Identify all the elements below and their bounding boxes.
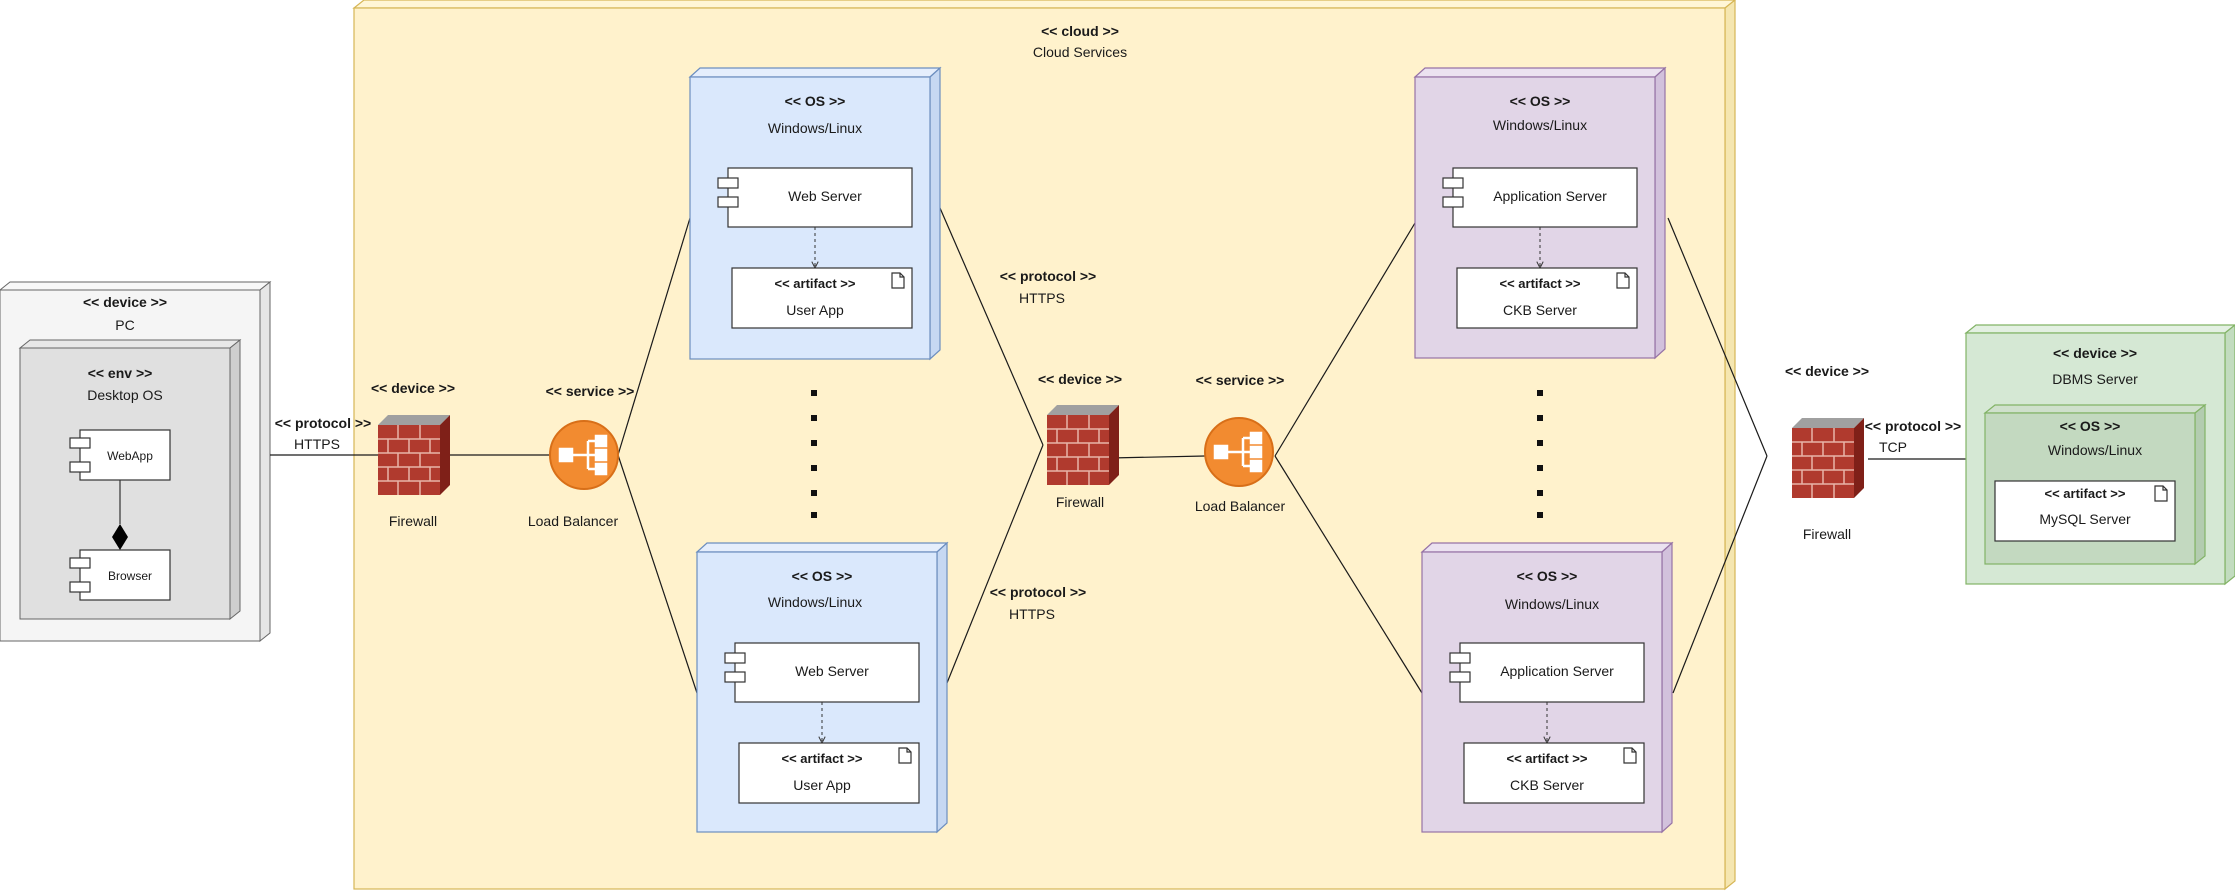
dbms-stereotype: << device >> — [2053, 345, 2137, 361]
firewall-1-label: Firewall — [389, 513, 437, 529]
document-icon — [1623, 747, 1637, 764]
svg-text:Windows/Linux: Windows/Linux — [1505, 596, 1599, 612]
firewall-3-stereotype: << device >> — [1785, 363, 1869, 379]
svg-text:<< protocol >>: << protocol >> — [990, 584, 1086, 600]
svg-text:<< protocol >>: << protocol >> — [1865, 418, 1961, 434]
firewall-icon — [1791, 417, 1865, 499]
svg-text:User App: User App — [786, 302, 844, 318]
svg-text:HTTPS: HTTPS — [1009, 606, 1055, 622]
svg-text:<< artifact >>: << artifact >> — [1507, 751, 1588, 766]
firewall-1-stereotype: << device >> — [371, 380, 455, 396]
firewall-1: << device >> Firewall — [371, 380, 455, 529]
artifact-user-app: << artifact >> User App — [738, 742, 920, 804]
artifact-ckb-server: << artifact >> CKB Server — [1463, 742, 1645, 804]
dbms-title: DBMS Server — [2052, 371, 2138, 387]
artifact-user-app: << artifact >> User App — [731, 267, 913, 329]
load-balancer-icon — [548, 419, 620, 491]
svg-text:<< OS >>: << OS >> — [1517, 568, 1578, 584]
svg-text:Windows/Linux: Windows/Linux — [1493, 117, 1587, 133]
link-label-db: << protocol >> TCP — [1865, 418, 1961, 455]
dbms-os-stereotype: << OS >> — [2060, 418, 2121, 434]
connection-lines — [270, 207, 1966, 694]
composition-edge — [112, 480, 128, 550]
svg-text:<< artifact >>: << artifact >> — [775, 276, 856, 291]
app-os-node-1: << OS >> Windows/Linux Application Serve… — [1413, 66, 1667, 360]
cloud-title: Cloud Services — [1033, 44, 1127, 60]
load-balancer-1: << service >> Load Balancer — [528, 383, 635, 529]
svg-text:Windows/Linux: Windows/Linux — [768, 120, 862, 136]
svg-text:CKB Server: CKB Server — [1510, 777, 1584, 793]
lb-1-stereotype: << service >> — [546, 383, 635, 399]
lb-2-label: Load Balancer — [1195, 498, 1286, 514]
browser-component: Browser — [69, 549, 171, 601]
svg-text:Application Server: Application Server — [1500, 663, 1614, 679]
firewall-2-stereotype: << device >> — [1038, 371, 1122, 387]
mysql-stereotype: << artifact >> — [2045, 486, 2126, 501]
mysql-label: MySQL Server — [2039, 511, 2131, 527]
dbms-os-title: Windows/Linux — [2048, 442, 2142, 458]
svg-text:Web Server: Web Server — [795, 663, 869, 679]
cloud-stereotype: << cloud >> — [1041, 23, 1119, 39]
web-server-component: Web Server — [724, 642, 920, 703]
firewall-2-label: Firewall — [1056, 494, 1104, 510]
svg-text:<< OS >>: << OS >> — [785, 93, 846, 109]
document-icon — [1616, 272, 1630, 289]
firewall-3: << device >> Firewall — [1785, 363, 1869, 542]
firewall-icon — [1046, 404, 1120, 486]
application-server-component: Application Server — [1442, 167, 1638, 228]
svg-text:<< protocol >>: << protocol >> — [1000, 268, 1096, 284]
lb-1-label: Load Balancer — [528, 513, 619, 529]
browser-label: Browser — [108, 569, 152, 583]
svg-text:CKB Server: CKB Server — [1503, 302, 1577, 318]
web-os-node-2: << OS >> Windows/Linux Web Server << art… — [695, 541, 949, 834]
web-nodes-ellipsis — [811, 390, 817, 518]
pc-stereotype: << device >> — [83, 294, 167, 310]
application-server-component: Application Server — [1449, 642, 1645, 703]
load-balancer-icon — [1203, 416, 1275, 488]
document-icon — [891, 272, 905, 289]
web-os-node-1: << OS >> Windows/Linux Web Server << art… — [688, 66, 942, 361]
svg-text:TCP: TCP — [1879, 439, 1907, 455]
link-label-client: << protocol >> HTTPS — [275, 415, 371, 452]
svg-text:<< artifact >>: << artifact >> — [782, 751, 863, 766]
svg-text:HTTPS: HTTPS — [1019, 290, 1065, 306]
load-balancer-2: << service >> Load Balancer — [1195, 372, 1286, 514]
firewall-3-label: Firewall — [1803, 526, 1851, 542]
artifact-ckb-server: << artifact >> CKB Server — [1456, 267, 1638, 329]
firewall-2: << device >> Firewall — [1038, 371, 1122, 510]
webapp-label: WebApp — [107, 449, 153, 463]
lb-2-stereotype: << service >> — [1196, 372, 1285, 388]
svg-text:Web Server: Web Server — [788, 188, 862, 204]
document-icon — [898, 747, 912, 764]
link-label-web-bottom: << protocol >> HTTPS — [990, 584, 1086, 622]
webapp-component: WebApp — [69, 429, 171, 481]
desktop-os-title: Desktop OS — [87, 387, 162, 403]
pc-title: PC — [115, 317, 134, 333]
link-label-web-top: << protocol >> HTTPS — [1000, 268, 1096, 306]
app-nodes-ellipsis — [1537, 390, 1543, 518]
app-os-node-2: << OS >> Windows/Linux Application Serve… — [1420, 541, 1674, 834]
svg-text:Windows/Linux: Windows/Linux — [768, 594, 862, 610]
desktop-os-stereotype: << env >> — [88, 365, 153, 381]
svg-text:User App: User App — [793, 777, 851, 793]
svg-text:<< OS >>: << OS >> — [1510, 93, 1571, 109]
svg-text:HTTPS: HTTPS — [294, 436, 340, 452]
svg-text:<< protocol >>: << protocol >> — [275, 415, 371, 431]
document-icon — [2154, 485, 2168, 502]
artifact-mysql-server: << artifact >> MySQL Server — [1994, 480, 2176, 542]
svg-text:<< OS >>: << OS >> — [792, 568, 853, 584]
web-server-component: Web Server — [717, 167, 913, 228]
firewall-icon — [377, 414, 451, 496]
svg-text:<< artifact >>: << artifact >> — [1500, 276, 1581, 291]
svg-text:Application Server: Application Server — [1493, 188, 1607, 204]
